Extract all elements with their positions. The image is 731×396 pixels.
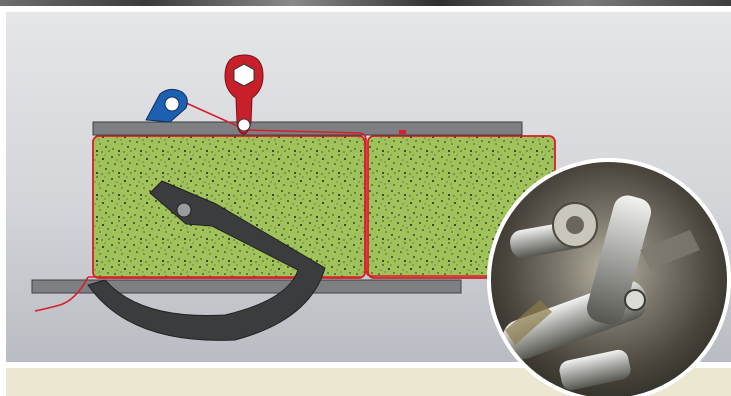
needle-pivot	[177, 203, 191, 217]
bale-left	[93, 136, 365, 278]
twine-holder	[146, 89, 187, 122]
upper-rail	[93, 122, 522, 135]
knotter-photo-inset	[487, 158, 731, 396]
